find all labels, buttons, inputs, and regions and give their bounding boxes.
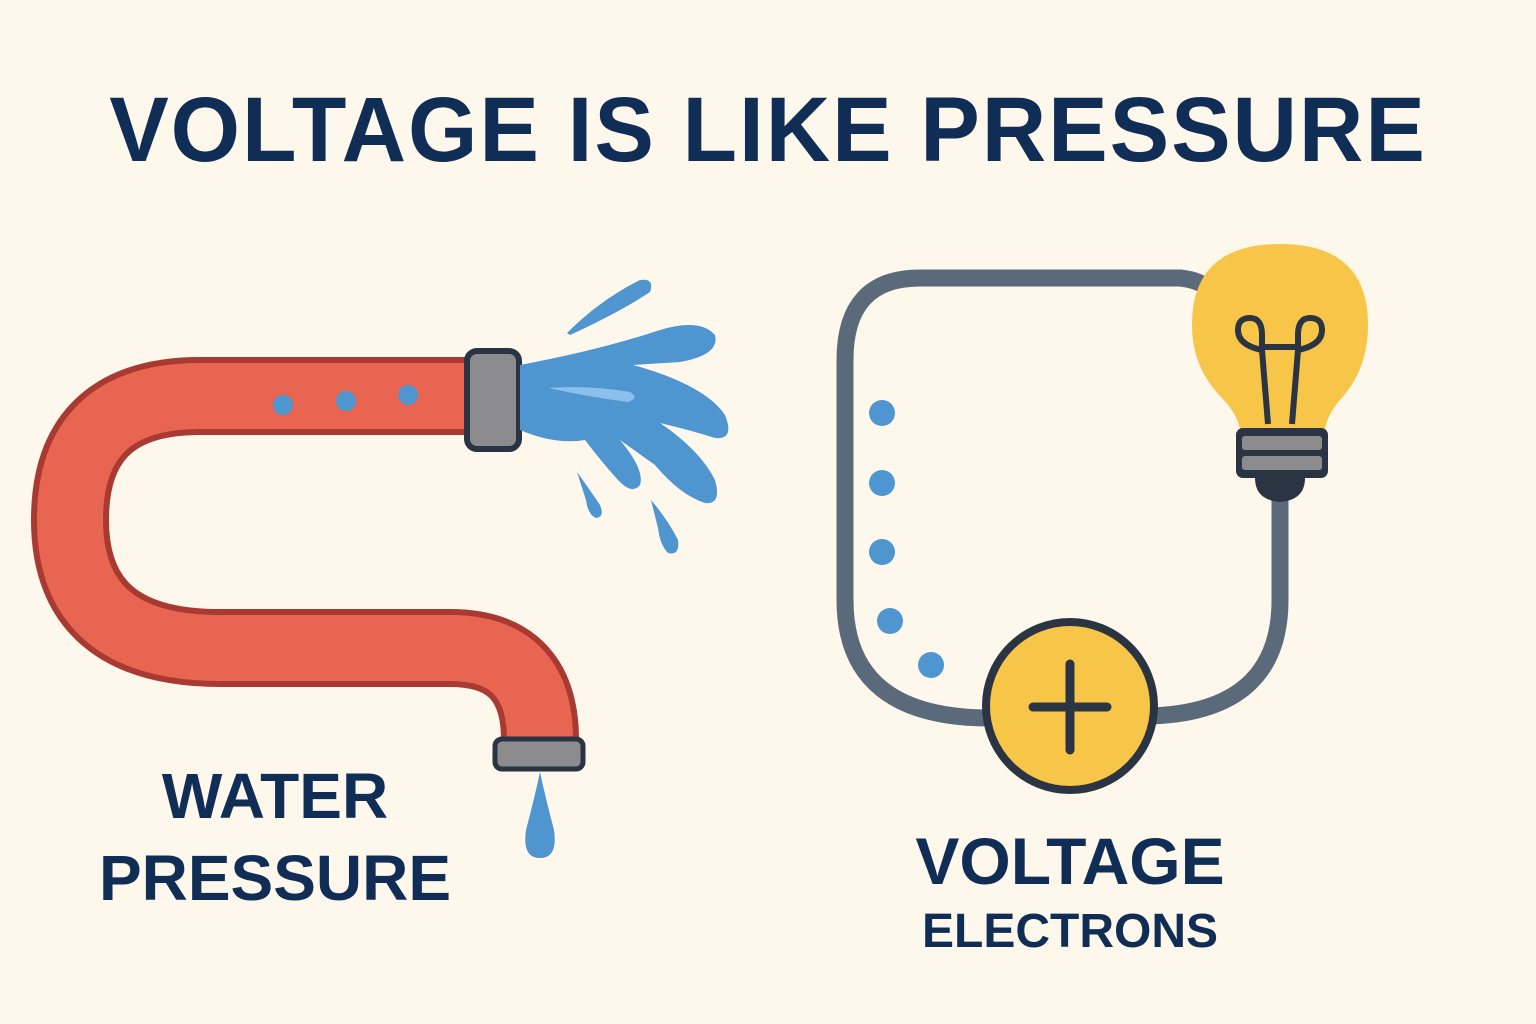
circuit-wire-icon: [836, 269, 1289, 727]
water-spray-icon: [520, 279, 729, 554]
hose-icon: [31, 357, 579, 742]
voltage-label: VOLTAGE: [915, 824, 1225, 898]
page-title: VOLTAGE IS LIKE PRESSURE: [109, 79, 1427, 181]
battery-plus-icon: [982, 618, 1158, 794]
water-pressure-label: WATER PRESSURE: [80, 764, 470, 928]
water-particle-icon: [273, 385, 418, 415]
water-label-line2: PRESSURE: [98, 842, 452, 914]
nozzle-icon: [464, 348, 522, 452]
water-label-line1: WATER: [161, 760, 389, 832]
nozzle-icon: [492, 736, 586, 772]
electron-icon: [869, 400, 944, 678]
water-drop-icon: [525, 772, 555, 858]
light-bulb-icon: [1192, 244, 1368, 502]
electrons-label: ELECTRONS: [921, 905, 1218, 958]
